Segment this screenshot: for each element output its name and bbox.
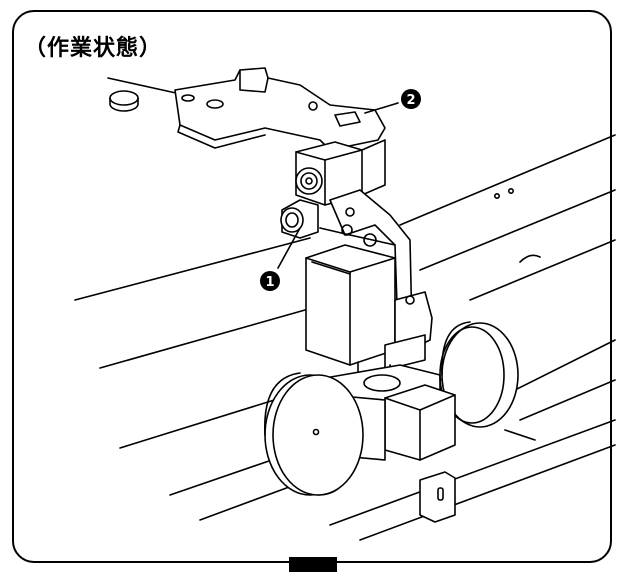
figure-title: （作業状態） (24, 36, 163, 61)
stand-bracket (419, 429, 536, 523)
right-wheel (439, 321, 519, 428)
sensor-block (295, 139, 386, 206)
leader-line-2 (364, 102, 399, 114)
callout-1-label: 1 (265, 275, 274, 290)
gear-box (384, 384, 456, 461)
callout-1: 1 (260, 271, 280, 291)
callout-2: 2 (401, 89, 421, 109)
round-cap (109, 90, 139, 112)
page-tab (289, 557, 337, 572)
left-wheel (264, 372, 364, 496)
callout-2-label: 2 (406, 93, 415, 108)
motor-box (305, 244, 396, 366)
upper-plate (174, 67, 386, 151)
leader-line-1 (277, 227, 301, 269)
adjust-knob (280, 199, 319, 239)
